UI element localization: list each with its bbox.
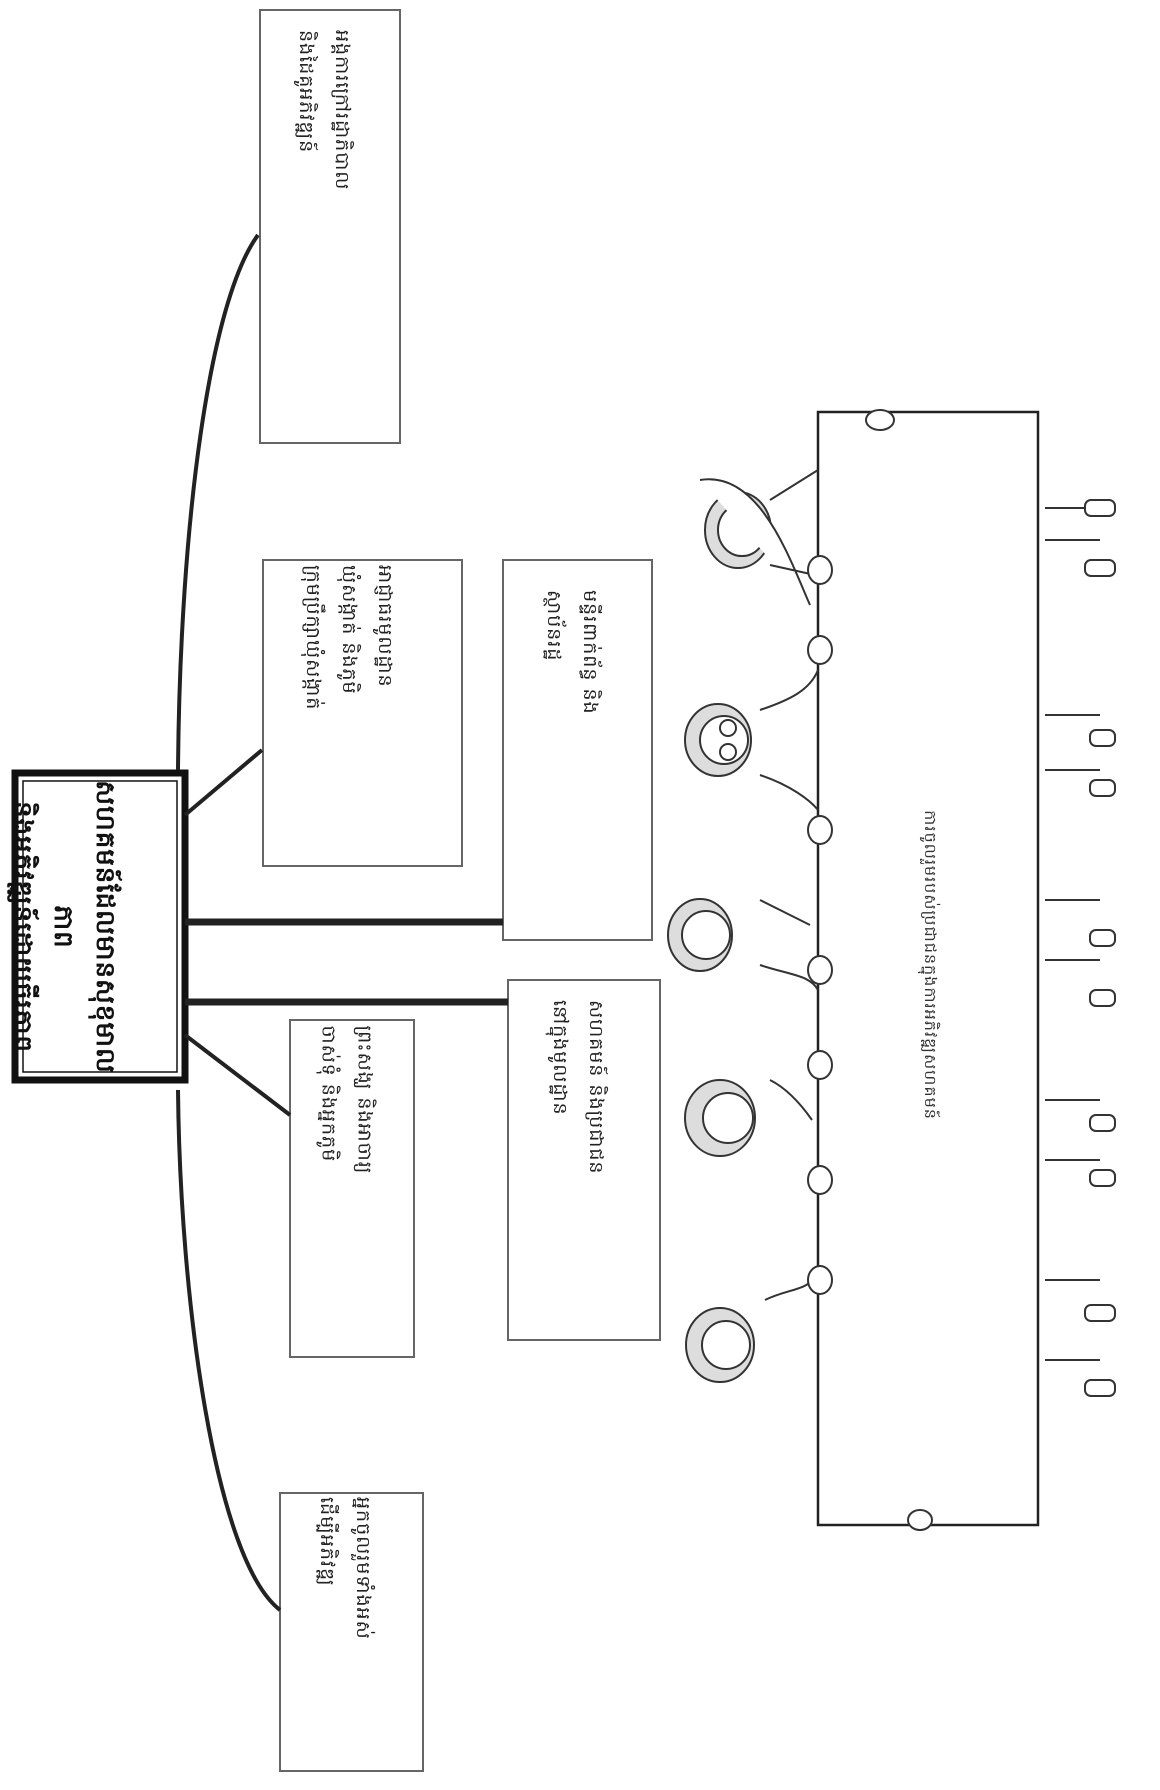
box-lower-mid — [507, 979, 661, 1341]
box-top-left — [259, 9, 401, 444]
central-box — [11, 769, 189, 1084]
central-label: សហគមន៍ដែលមានសុខុមាលភាព និងអភិវឌ្ឍន៍ដោយចី… — [6, 780, 120, 1074]
person-figure-2 — [684, 635, 1116, 845]
box-mid-small-label: មន្ទីរពាក់ព័ន្ធ និង ស្ថាប័នរដ្ឋ — [542, 590, 601, 715]
box-mid-small — [502, 559, 653, 941]
box-lower-small — [289, 1019, 415, 1358]
person-figure-1 — [699, 409, 1116, 606]
box-lower-mid-label: សហគមន៍ និងប្រជាជន នៅក្នុងមូលដ្ឋាន — [548, 1000, 607, 1175]
box-bottom-left — [279, 1492, 424, 1772]
box-lower-small-label: ព្រះសង្ឃ និងអាចារ្យ ចាស់ទុំ និងអ្នកភូមិ — [317, 1025, 376, 1175]
people-group — [667, 409, 1116, 1531]
box-upper-mid — [262, 559, 463, 867]
connectors — [176, 233, 508, 1612]
banner-label: ការចូលរួមរបស់ប្រជាជនក្នុងការអភិវឌ្ឍសហគមន… — [921, 810, 940, 1120]
box-upper-mid-label: អាជ្ញាធរមូលដ្ឋាន ឃុំសង្កាត់ និងភូមិ ក្រុ… — [301, 565, 396, 711]
person-figure-4 — [684, 1050, 1116, 1195]
person-figure-5 — [685, 1265, 1116, 1531]
box-top-left-label: អង្គការក្រៅរដ្ឋាភិបាល និងដៃគូអភិវឌ្ឍន៍ — [294, 30, 353, 191]
person-figure-3 — [667, 898, 1116, 1007]
box-bottom-left-label: អ្នកចូលរួមទាំងអស់ ដើម្បីអភិវឌ្ឍ — [315, 1497, 374, 1640]
